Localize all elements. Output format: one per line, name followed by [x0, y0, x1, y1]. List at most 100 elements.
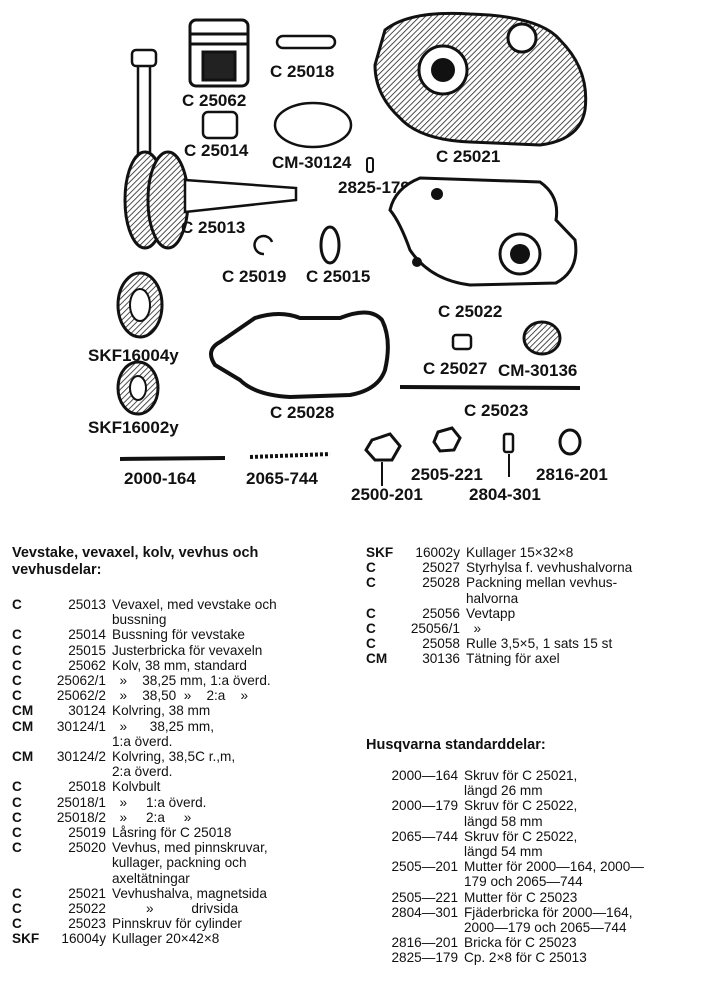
- screw-2000-164-illustration: [119, 456, 226, 461]
- part-description: Packning mellan vevhus- halvorna: [466, 575, 618, 606]
- section-heading-crankcase: Vevstake, vevaxel, kolv, vevhus och vevh…: [12, 545, 357, 579]
- part-number: 25022: [68, 901, 106, 917]
- part-number: 2000—179: [391, 798, 458, 814]
- part-description: Mutter för C 25023: [464, 889, 578, 905]
- label-2500-201: 2500-201: [351, 485, 423, 504]
- part-description: Kolv, 38 mm, standard: [112, 657, 247, 673]
- part-description: » 2:a »: [112, 809, 192, 825]
- part-description: » 38,25 mm, 1:a överd.: [112, 718, 214, 749]
- part-description: Låsring för C 25018: [112, 825, 232, 841]
- part-number: 2505—221: [391, 889, 458, 905]
- washer-2816-201-illustration: [558, 428, 582, 456]
- crankcase-half-magneto-illustration: [373, 11, 588, 147]
- part-row: C 25056 Vevtapp: [366, 606, 632, 621]
- part-description: Kolvring, 38 mm: [112, 703, 211, 719]
- part-prefix: CM: [12, 703, 34, 719]
- part-prefix: C: [366, 575, 376, 591]
- label-c25019: C 25019: [222, 267, 286, 286]
- nut-2505-221-illustration: [432, 426, 462, 453]
- part-row: C 25019 Låsring för C 25018: [12, 825, 277, 840]
- part-prefix: C: [12, 597, 22, 612]
- part-number: 2825—179: [391, 950, 458, 966]
- part-description: Justerbricka för vevaxeln: [112, 642, 263, 658]
- label-2000-164: 2000-164: [124, 469, 196, 488]
- part-row: 2000—179 Skruv för C 25022, längd 58 mm: [366, 798, 644, 828]
- part-number: 2816—201: [391, 935, 458, 951]
- label-c25023: C 25023: [464, 401, 528, 420]
- part-description: »: [466, 621, 482, 637]
- label-2505-221: 2505-221: [411, 465, 483, 484]
- pin-2825-illustration: [366, 157, 374, 173]
- gasket-illustration: [209, 310, 390, 400]
- bearing-16004-bore: [129, 288, 151, 322]
- part-description: Rulle 3,5×5, 1 sats 15 st: [466, 636, 613, 652]
- part-prefix: CM: [12, 718, 34, 734]
- label-2065-744: 2065-744: [246, 469, 318, 488]
- heading-line-1: Vevstake, vevaxel, kolv, vevhus och: [12, 545, 259, 561]
- part-number: 25027: [422, 560, 460, 576]
- part-number: 30124/2: [56, 749, 106, 765]
- part-prefix: C: [12, 825, 22, 841]
- part-description: Pinnskruv för cylinder: [112, 916, 242, 932]
- part-number: 25023: [68, 916, 106, 932]
- spring-washer-illustration: [502, 432, 515, 454]
- part-description: Vevtapp: [466, 605, 516, 621]
- label-c25013: C 25013: [181, 218, 245, 237]
- part-description: Skruv för C 25022, längd 54 mm: [464, 828, 578, 860]
- label-c25022: C 25022: [438, 302, 502, 321]
- shaft-seal-illustration: [522, 320, 562, 356]
- part-number: 25018/1: [56, 794, 106, 810]
- stud-illustration: [399, 385, 581, 390]
- label-c25021: C 25021: [436, 147, 500, 166]
- part-description: Vevhushalva, magnetsida: [112, 885, 267, 901]
- part-prefix: C: [12, 779, 22, 795]
- part-description: Kullager 20×42×8: [112, 931, 220, 947]
- part-number: 25056/1: [410, 621, 460, 637]
- crankshaft-illustration: [123, 48, 298, 250]
- label-cm30136: CM-30136: [498, 361, 577, 380]
- part-description: Skruv för C 25022, längd 58 mm: [464, 798, 578, 829]
- part-number: 2804—301: [391, 904, 458, 920]
- part-prefix: C: [12, 901, 22, 917]
- part-row: 2505—221 Mutter för C 25023: [366, 890, 644, 905]
- part-number: 25056: [422, 605, 460, 621]
- part-number: 30136: [422, 651, 460, 667]
- part-prefix: C: [366, 560, 376, 576]
- part-prefix: C: [366, 605, 376, 621]
- part-number: 2505—201: [391, 859, 458, 875]
- part-description: Bricka för C 25023: [464, 935, 577, 951]
- washer-illustration: [319, 225, 341, 265]
- part-prefix: C: [12, 688, 22, 704]
- part-number: 25062/2: [56, 688, 106, 704]
- piston-pin-illustration: [275, 34, 337, 50]
- heading-line-2: vevhusdelar:: [12, 562, 102, 578]
- part-number: 25013: [68, 597, 106, 612]
- part-description: Kolvring, 38,5C r.,m, 2:a överd.: [112, 749, 236, 780]
- part-prefix: C: [12, 673, 22, 689]
- part-number: 25019: [68, 825, 106, 841]
- part-description: » 38,50 » 2:a »: [112, 688, 249, 704]
- part-number: 16004y: [61, 931, 106, 947]
- part-description: Fjäderbricka för 2000—164, 2000—179 och …: [464, 904, 633, 936]
- part-prefix: C: [366, 636, 376, 652]
- part-number: 25018: [68, 779, 106, 795]
- bushing-illustration: [201, 110, 239, 140]
